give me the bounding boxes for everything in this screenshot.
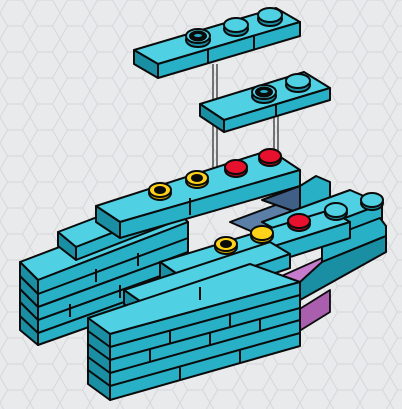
cyan-stud (258, 8, 282, 26)
yellow-stud (149, 183, 171, 200)
cyan-stud (224, 18, 248, 36)
red-stud (288, 214, 310, 231)
cyan-stud (286, 74, 310, 92)
cyan-stud (361, 193, 383, 210)
cyan-stud (325, 203, 347, 220)
black-ring-stud (186, 29, 210, 47)
red-stud (225, 160, 247, 177)
red-stud (259, 149, 281, 166)
yellow-stud (215, 237, 237, 254)
yellow-stud (186, 171, 208, 188)
black-ring-stud (252, 85, 276, 103)
yellow-stud (251, 226, 273, 243)
